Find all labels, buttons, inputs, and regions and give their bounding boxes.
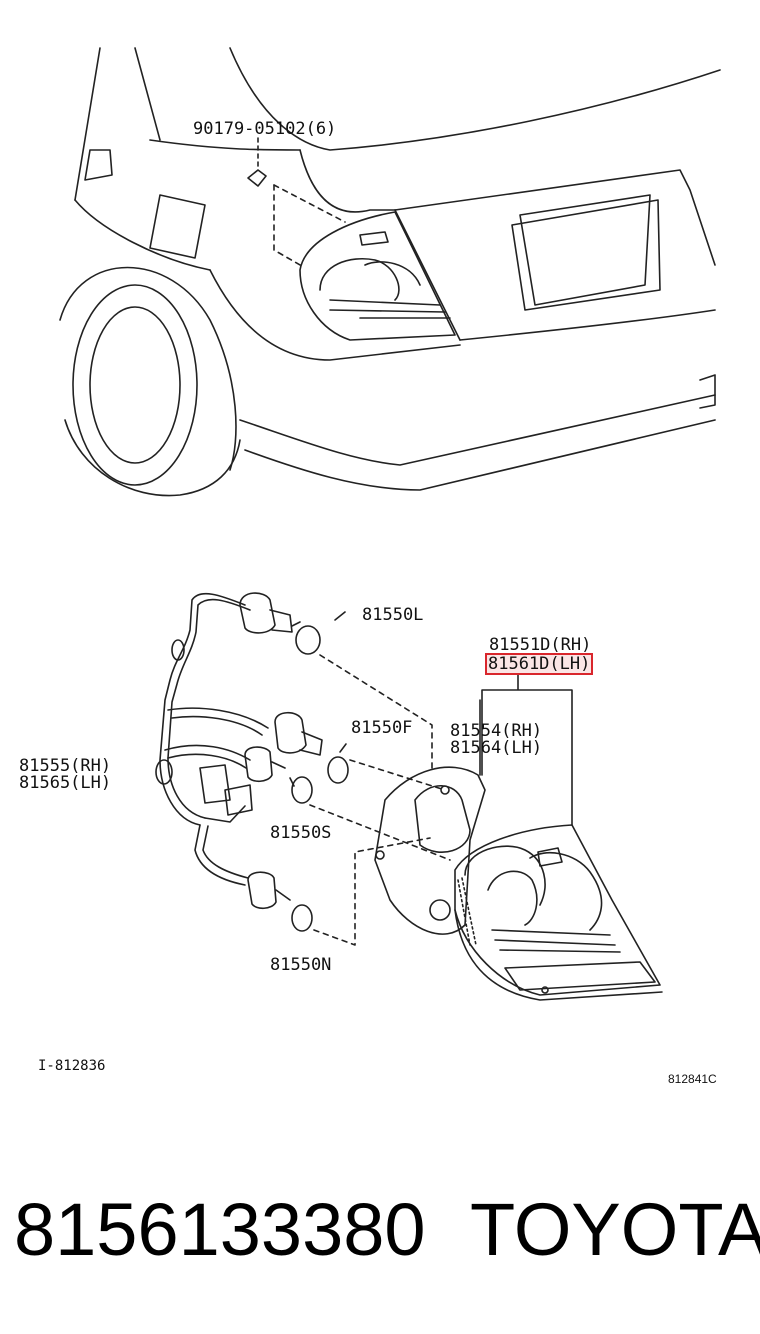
label-socket-rh: 81555(RH) bbox=[19, 756, 112, 776]
label-clip-part: 90179-05102(6) bbox=[193, 119, 337, 139]
part-number: 8156133380 bbox=[14, 1188, 426, 1271]
label-bulb-81550f: 81550F bbox=[351, 718, 413, 738]
illustration-id-right: 812841C bbox=[668, 1072, 717, 1086]
label-gasket-lh: 81564(LH) bbox=[450, 738, 543, 758]
label-gasket-rh: 81554(RH) bbox=[450, 721, 543, 741]
label-bulb-81550s: 81550S bbox=[270, 823, 332, 843]
label-lamp-rh: 81551D(RH) bbox=[489, 635, 592, 655]
parts-diagram bbox=[59, 47, 721, 1001]
lamp-assembly-illustration bbox=[155, 592, 663, 1001]
label-bulb-81550n: 81550N bbox=[270, 955, 332, 975]
car-rear-illustration bbox=[59, 47, 721, 497]
footer: 8156133380 TOYOTA bbox=[0, 1190, 760, 1280]
label-lamp-lh-highlighted[interactable]: 81561D(LH) bbox=[485, 653, 594, 675]
label-bulb-81550l: 81550L bbox=[362, 605, 424, 625]
illustration-id-left: I-812836 bbox=[38, 1058, 106, 1074]
label-socket-lh: 81565(LH) bbox=[19, 773, 112, 793]
brand-name: TOYOTA bbox=[470, 1188, 760, 1271]
